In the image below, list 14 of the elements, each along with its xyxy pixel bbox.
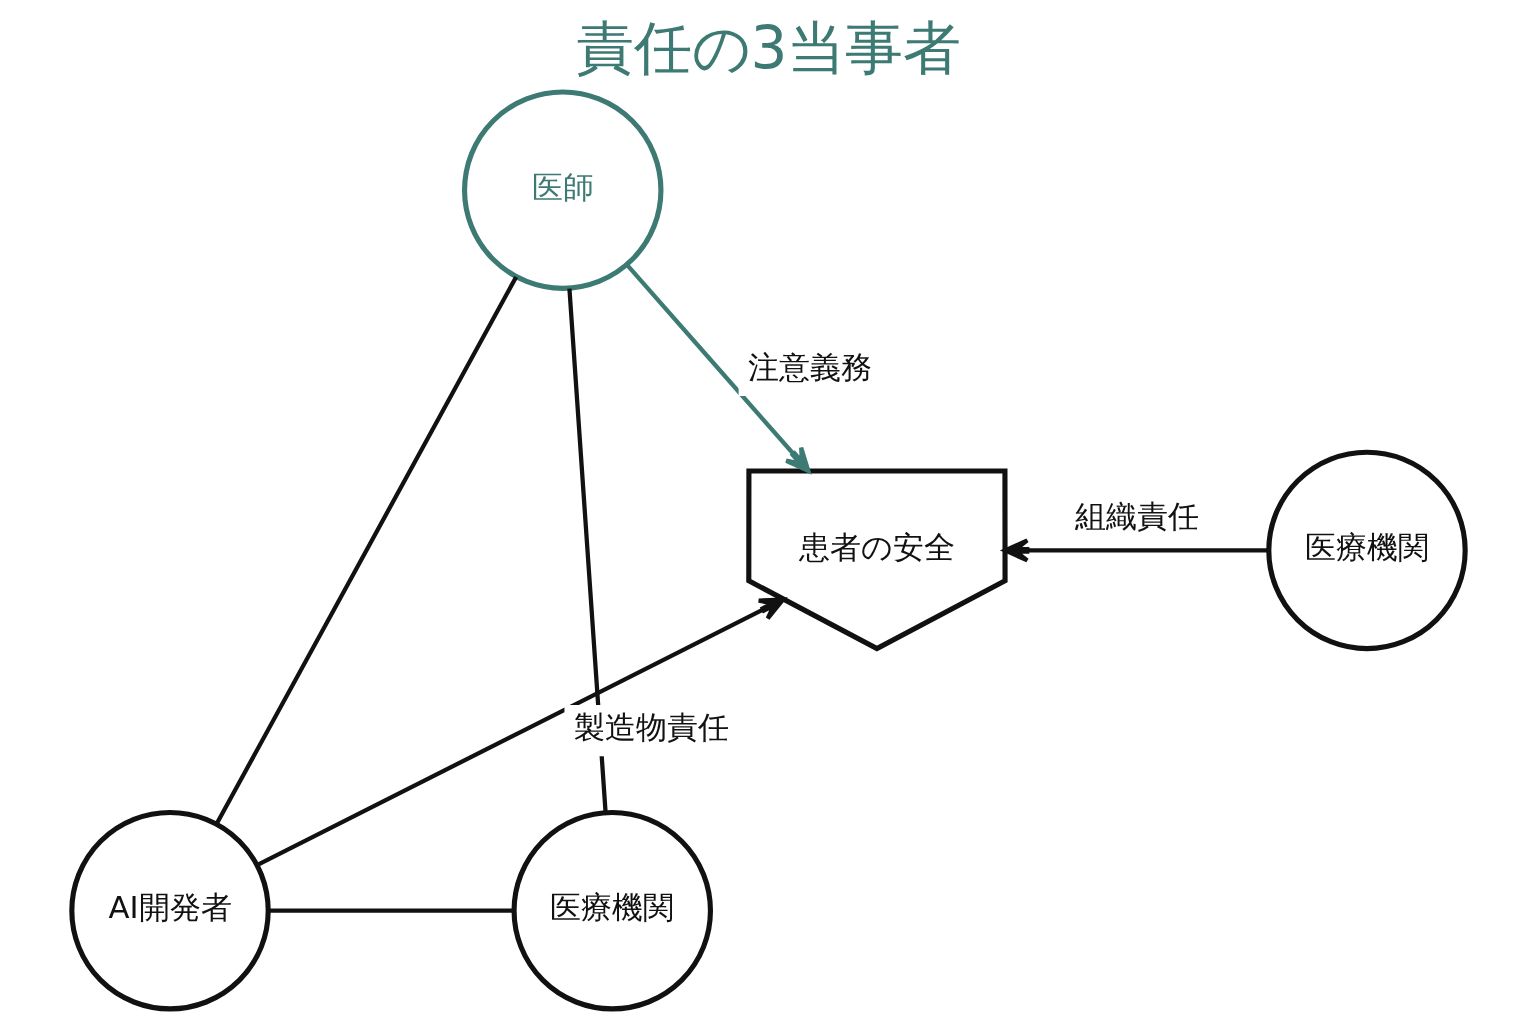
node-circle: 医療機関 [511, 809, 713, 1012]
arrow [624, 263, 810, 473]
connector [214, 275, 518, 826]
node-circle: 医師 [461, 89, 663, 291]
diagram-title: 責任の3当事者 [575, 14, 961, 83]
node-circle: AI開発者 [68, 809, 271, 1012]
connector [268, 908, 514, 913]
edge-label: 組織責任 [1074, 498, 1199, 535]
arrow [1002, 538, 1268, 563]
connector [566, 288, 608, 813]
edge-label: 注意義務 [747, 348, 872, 385]
node-circle: 医療機関 [1265, 449, 1468, 652]
edge-label: 製造物責任 [573, 709, 729, 746]
arrow [255, 597, 785, 867]
